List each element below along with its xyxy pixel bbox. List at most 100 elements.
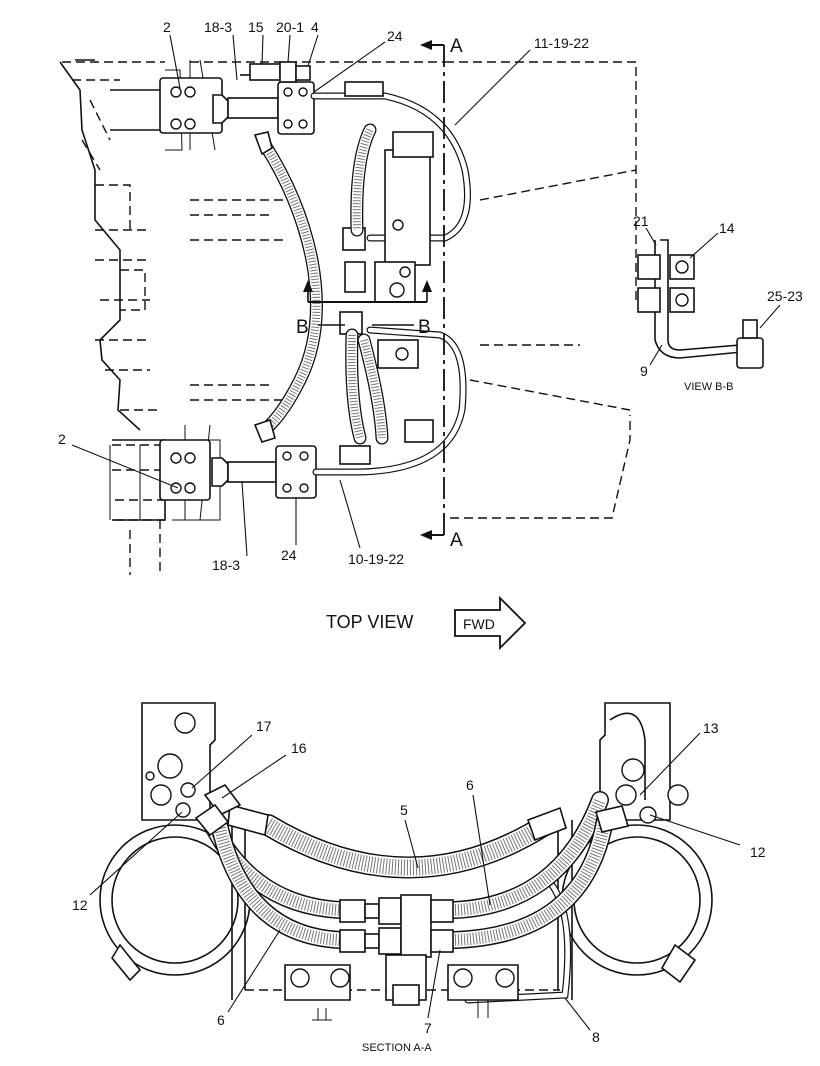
- bolt-icon: [453, 968, 473, 988]
- bolt-icon: [299, 451, 309, 461]
- valve-block: [384, 149, 431, 266]
- hoses-6: [194, 783, 630, 949]
- clamp-icon: [111, 943, 142, 982]
- bracket-21-block: [637, 254, 661, 280]
- clamp-icon: [660, 943, 697, 984]
- label-part-8: 8: [592, 1029, 600, 1045]
- section-letter-a-top: A: [450, 36, 463, 57]
- top-view-title: TOP VIEW: [326, 612, 413, 632]
- section-letter-a-bottom: A: [450, 530, 463, 551]
- frame-outline: [62, 61, 637, 575]
- port-icon: [639, 806, 657, 824]
- valve-block-cap: [392, 131, 434, 158]
- port-icon: [150, 784, 172, 806]
- manifold-7: [339, 894, 454, 1006]
- fitting-15: [249, 63, 281, 81]
- elbow-icon: [194, 803, 230, 837]
- bolt-icon: [184, 86, 196, 98]
- view-b-cut-line: B B: [296, 280, 432, 338]
- hose-end-icon: [227, 803, 269, 837]
- label-part-7: 7: [424, 1020, 432, 1036]
- label-part-24-top: 24: [387, 28, 403, 44]
- label-part-11-19-22: 11-19-22: [534, 35, 589, 51]
- fitting-icon: [339, 899, 366, 923]
- forward-arrow-icon: [454, 595, 527, 651]
- label-part-12-right: 12: [750, 844, 766, 860]
- hose-end-icon: [253, 131, 273, 156]
- elbow-icon: [594, 805, 630, 833]
- hose-5: [227, 803, 567, 879]
- label-part-15: 15: [248, 19, 264, 35]
- frame-structure: [59, 59, 255, 521]
- arrow-left-icon: [420, 40, 432, 50]
- port-icon: [180, 782, 196, 798]
- hex-nut-icon: [212, 94, 229, 124]
- clamp-24-bottom: [275, 445, 317, 499]
- label-part-18-3-top: 18-3: [204, 19, 232, 35]
- port-icon: [667, 784, 689, 806]
- hose-end-icon: [526, 806, 567, 842]
- bolt-icon: [184, 118, 196, 130]
- label-part-21: 21: [633, 213, 649, 229]
- bolt-icon: [299, 483, 309, 493]
- clip-icon: [404, 419, 434, 443]
- fitting-icon: [344, 261, 366, 293]
- fitting-4: [295, 65, 311, 81]
- label-part-12-left: 12: [72, 897, 88, 913]
- tube-11-19-22: [310, 81, 471, 242]
- bolt-icon: [290, 968, 310, 988]
- bolt-icon: [282, 483, 292, 493]
- section-a-cut-line: A A: [420, 36, 463, 551]
- label-part-6-bottom: 6: [217, 1012, 225, 1028]
- bolt-icon: [298, 87, 308, 97]
- label-part-4: 4: [311, 19, 319, 35]
- arrow-up-icon: [303, 280, 313, 292]
- center-manifold: [339, 131, 434, 465]
- label-part-24-bottom: 24: [281, 547, 297, 563]
- tube-10-19-22: [312, 326, 467, 476]
- view-b-b: 21 14 25-23 9 VIEW B-B: [633, 213, 803, 393]
- port-icon: [145, 771, 155, 781]
- label-part-13: 13: [703, 720, 719, 736]
- bolt-icon: [170, 482, 182, 494]
- arrow-left-icon: [420, 530, 432, 540]
- hex-nut-icon: [211, 457, 229, 487]
- view-b-b-title: VIEW B-B: [684, 381, 734, 393]
- fitting-icon: [339, 929, 366, 953]
- fitting-icon: [339, 445, 371, 465]
- label-part-14: 14: [719, 220, 735, 236]
- hex-icon: [378, 897, 402, 925]
- port-icon: [615, 784, 637, 806]
- mounting-plate-bottom: [159, 439, 211, 501]
- clamp-24-top: [277, 81, 315, 135]
- view-letter-b-right: B: [418, 317, 431, 338]
- mounting-blocks: [284, 964, 519, 1021]
- bolt-icon: [392, 219, 404, 231]
- tube-18-3-bottom: [227, 461, 277, 483]
- valve-body-icon: [400, 894, 432, 958]
- label-part-25-23: 25-23: [767, 288, 803, 304]
- hex-icon: [430, 899, 454, 923]
- bolt-icon: [283, 119, 293, 129]
- bolt-icon: [184, 482, 196, 494]
- bolt-icon: [282, 451, 292, 461]
- bolt-icon: [399, 266, 411, 278]
- bolt-icon: [170, 86, 182, 98]
- lower-bracket: [159, 439, 317, 501]
- label-part-2-top: 2: [163, 19, 171, 35]
- bolt-icon: [395, 347, 409, 361]
- fitting-icon: [344, 81, 384, 97]
- label-part-10-19-22: 10-19-22: [348, 551, 404, 567]
- right-housing: [561, 702, 713, 984]
- hose-end-icon: [253, 418, 276, 443]
- view-letter-b-left: B: [296, 317, 309, 338]
- bolt-icon: [170, 118, 182, 130]
- bolt-icon: [298, 119, 308, 129]
- fwd-arrow: FWD: [454, 595, 527, 651]
- label-part-6-top: 6: [466, 777, 474, 793]
- leaders-top: [71, 34, 531, 557]
- nut-icon: [675, 260, 689, 274]
- label-part-2-bottom: 2: [58, 431, 66, 447]
- fwd-label: FWD: [463, 616, 495, 632]
